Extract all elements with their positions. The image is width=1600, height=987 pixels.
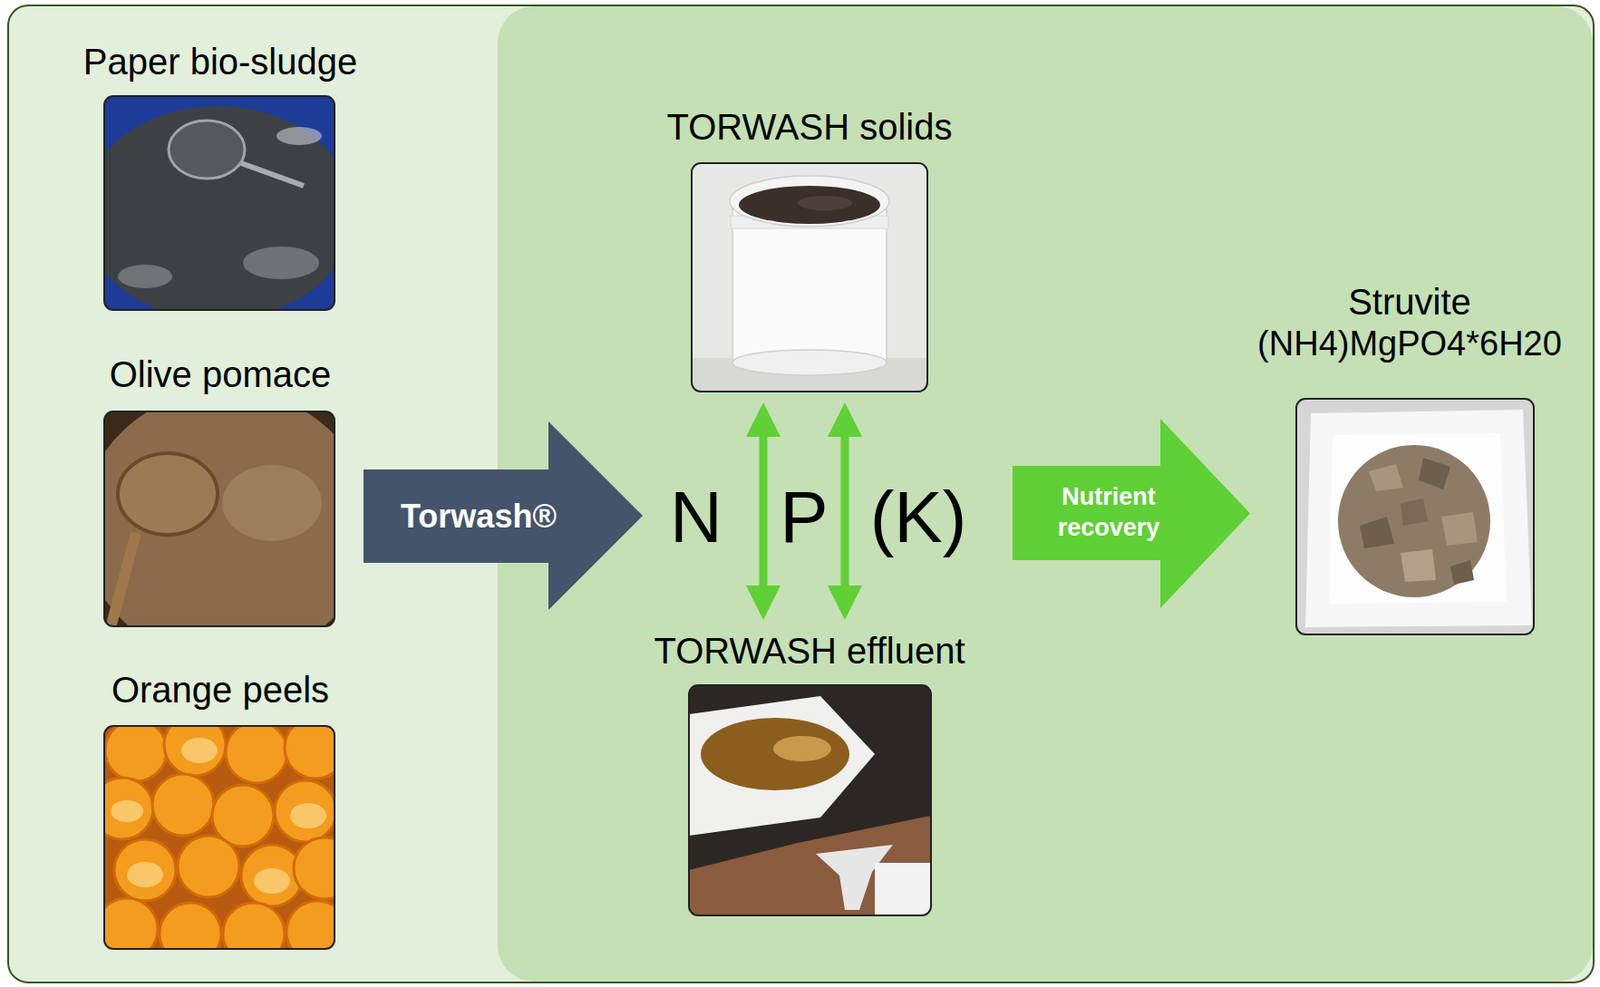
orange-peel xyxy=(159,902,222,950)
orange-peel xyxy=(105,726,167,782)
arrow-label: Torwash® xyxy=(369,495,588,537)
ladle xyxy=(117,453,218,535)
orange-peel xyxy=(164,726,226,776)
dark-solids xyxy=(738,185,881,224)
orange-photo xyxy=(104,726,335,950)
photo-heading: Orange peels xyxy=(52,668,388,712)
photo-node: TORWASH effluent xyxy=(610,629,1009,918)
block-arrow: Torwash® xyxy=(363,421,643,611)
sludge-patch xyxy=(117,264,173,289)
solids-photo xyxy=(691,163,928,392)
effluent-photo xyxy=(688,685,931,916)
photo-node: Paper bio-sludge xyxy=(52,39,388,312)
photo-heading: TORWASH effluent xyxy=(610,629,1009,673)
ladle xyxy=(168,120,245,179)
photo-heading: TORWASH solids xyxy=(610,105,1009,149)
orange-peel xyxy=(177,835,240,898)
block-arrow: Nutrient recovery xyxy=(1012,418,1251,609)
photo-frame xyxy=(104,726,335,950)
orange-peel xyxy=(293,837,335,900)
sludge-photo xyxy=(104,96,335,311)
photo-node: TORWASH solids xyxy=(610,105,1009,394)
granule xyxy=(1400,549,1436,582)
formula-text: (NH4)MgPO4*6H20 xyxy=(1228,323,1591,366)
photo-node: Orange peels xyxy=(52,668,388,951)
ladle-handle xyxy=(241,163,304,186)
liquid-swirl xyxy=(773,736,832,762)
peel-inside xyxy=(253,868,291,894)
photo-heading: Olive pomace xyxy=(52,352,388,397)
photo-frame xyxy=(104,411,335,627)
arrow-body xyxy=(1012,418,1251,609)
orange-peel xyxy=(104,777,154,840)
arrow-text-box: Torwash® xyxy=(363,469,594,563)
photo-frame xyxy=(688,685,931,916)
peel-inside xyxy=(126,862,164,888)
photo-ground xyxy=(691,163,928,392)
pomace-sheen xyxy=(222,465,322,542)
granule xyxy=(1368,464,1404,492)
granule xyxy=(1450,560,1474,585)
orange-peel xyxy=(225,726,288,784)
arrow-body xyxy=(363,421,643,611)
pomace-photo xyxy=(104,411,335,627)
peel-inside xyxy=(110,800,144,823)
photo-frame xyxy=(104,96,335,311)
photo-node: Olive pomace xyxy=(52,352,388,629)
granule xyxy=(1418,457,1451,490)
struvite-photo xyxy=(1296,398,1534,635)
arrow-label: Nutrient recovery xyxy=(1040,482,1177,544)
peel-inside xyxy=(181,737,218,764)
outer-panel xyxy=(8,5,1594,983)
floor xyxy=(688,815,931,916)
granule xyxy=(1441,512,1478,546)
pomace xyxy=(104,411,335,627)
orange-peel xyxy=(286,901,335,950)
orange-peel xyxy=(274,780,335,843)
orange-peel xyxy=(104,898,158,950)
orange-peel xyxy=(152,774,214,836)
liquid xyxy=(700,717,850,791)
arrow-text-box: Nutrient recovery xyxy=(1012,465,1205,561)
granule xyxy=(1400,498,1428,526)
photo-ground xyxy=(1296,398,1534,635)
double-arrow xyxy=(759,436,768,586)
canister xyxy=(874,863,931,916)
ladle-handle xyxy=(108,533,136,627)
photo-frame xyxy=(691,163,928,392)
photo-node: Struvite(NH4)MgPO4*6H20 xyxy=(1228,280,1591,637)
photo-heading: Struvite xyxy=(1228,280,1591,324)
pot-base xyxy=(732,349,887,376)
sludge-patch xyxy=(276,126,322,146)
sludge xyxy=(104,106,335,311)
arrow-shape xyxy=(1012,418,1251,609)
photo-ground xyxy=(688,685,931,916)
jug xyxy=(688,696,875,836)
inner-panel xyxy=(497,6,1593,982)
dish xyxy=(1305,409,1533,628)
nutrient-symbol: (K) xyxy=(870,481,968,554)
orange-peel xyxy=(223,902,285,950)
double-arrow xyxy=(841,436,850,586)
nutrient-symbol: N xyxy=(669,481,723,554)
photo-heading: Paper bio-sludge xyxy=(52,39,388,84)
sludge-patch xyxy=(242,246,320,280)
orange-peel xyxy=(284,726,335,779)
photo-frame xyxy=(1296,398,1534,635)
orange-peel xyxy=(114,839,176,902)
granule xyxy=(1359,516,1395,549)
pot-top xyxy=(729,175,890,227)
dark-solids xyxy=(797,195,853,211)
nutrient-symbol: P xyxy=(779,481,828,554)
peel-inside xyxy=(290,803,327,829)
struvite-pile xyxy=(1338,445,1491,598)
dish-inner xyxy=(1328,433,1507,604)
